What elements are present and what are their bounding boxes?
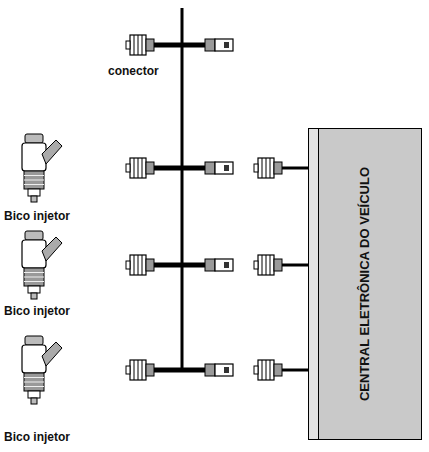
- harness-branch: [150, 43, 207, 48]
- plug: [205, 39, 233, 51]
- connector-housing: [126, 158, 154, 178]
- plug: [205, 162, 233, 174]
- ecu-wire: [280, 369, 309, 372]
- connector-housing: [254, 255, 282, 275]
- injector-label: Bico injetor: [4, 304, 70, 318]
- unit-label: CENTRAL ELETRÔNICA DO VEÍCULO: [357, 149, 373, 419]
- harness-branch: [150, 263, 207, 268]
- connector-label: conector: [108, 64, 159, 78]
- harness-branch: [150, 166, 207, 171]
- connector-housing: [126, 360, 154, 380]
- connector-housing: [254, 360, 282, 380]
- fuel-injector: [22, 134, 62, 202]
- injector-label: Bico injetor: [4, 209, 70, 223]
- ecu-wire: [280, 167, 309, 170]
- fuel-injector: [22, 336, 62, 404]
- harness-branch: [150, 368, 207, 373]
- fuel-injector: [22, 231, 62, 299]
- injector-label: Bico injetor: [4, 430, 70, 444]
- plug: [205, 364, 233, 376]
- ecu-wire: [280, 264, 309, 267]
- control-unit-box: CENTRAL ELETRÔNICA DO VEÍCULO: [308, 128, 422, 440]
- connector-housing: [126, 35, 154, 55]
- connector-housing: [254, 158, 282, 178]
- plug: [205, 259, 233, 271]
- connector-housing: [126, 255, 154, 275]
- harness-trunk: [181, 8, 184, 372]
